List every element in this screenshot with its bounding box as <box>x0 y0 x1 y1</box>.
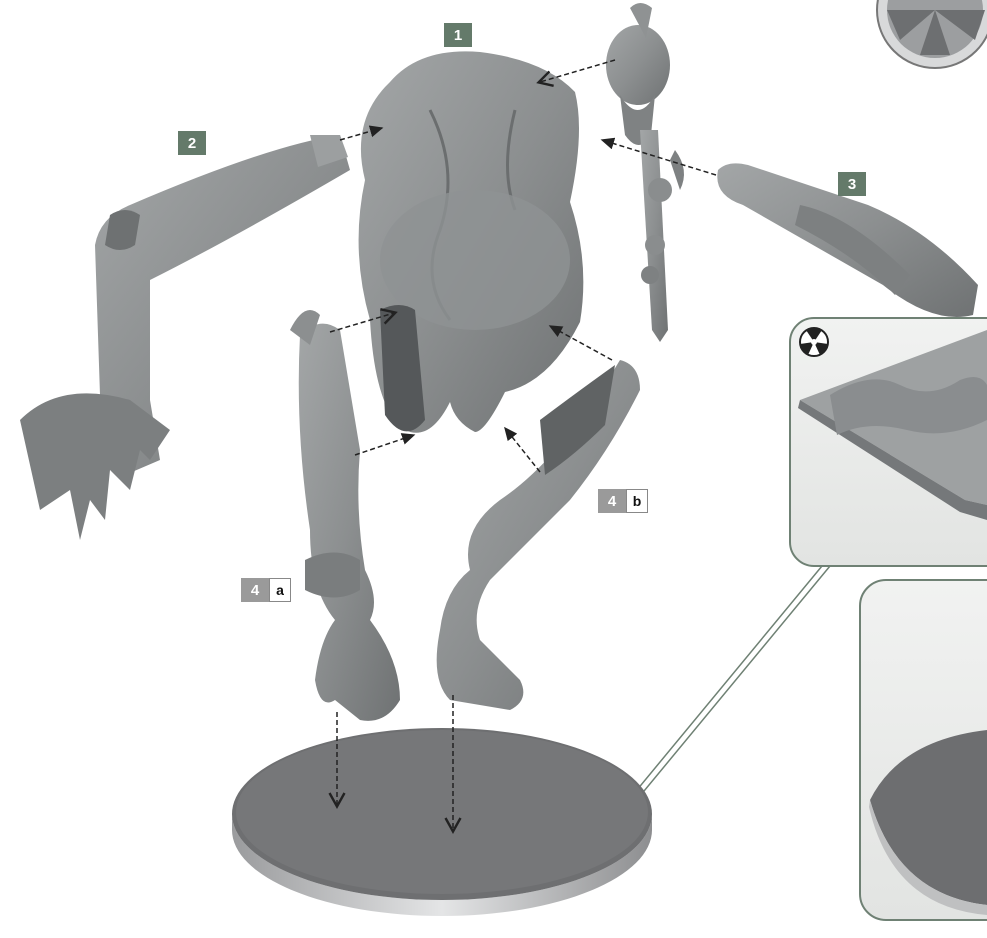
step-number: 2 <box>178 131 206 155</box>
step-label-3: 3 <box>838 172 866 196</box>
step-number: 4 <box>241 578 269 602</box>
step-number: 4 <box>598 489 626 513</box>
torso-part <box>359 51 584 432</box>
staff-part <box>640 130 684 342</box>
step-sub-letter: b <box>626 489 648 513</box>
step-label-4b: 4 b <box>598 489 648 513</box>
step-sub-letter: a <box>269 578 291 602</box>
step-number: 1 <box>444 23 472 47</box>
callout-panel-base <box>860 580 987 920</box>
step-label-1: 1 <box>444 23 472 47</box>
radiation-trefoil-icon <box>800 327 828 356</box>
round-base-partial <box>877 0 987 68</box>
oval-base <box>232 728 652 916</box>
head-part <box>606 3 670 145</box>
step-label-2: 2 <box>178 131 206 155</box>
step-label-4a: 4 a <box>241 578 291 602</box>
callout-pointer <box>622 566 830 808</box>
step-number: 3 <box>838 172 866 196</box>
